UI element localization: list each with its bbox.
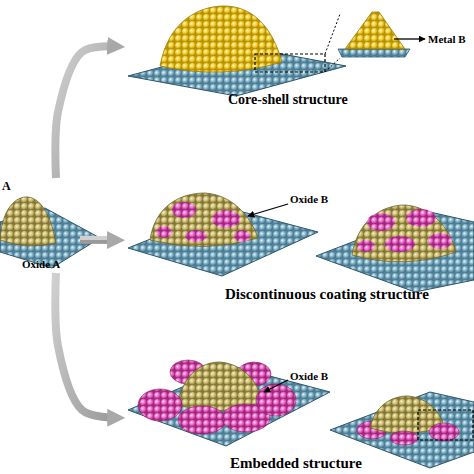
zoom-line xyxy=(325,58,340,72)
oxide-patch xyxy=(428,233,452,249)
zoom-line xyxy=(325,14,340,54)
zoom-box xyxy=(255,54,325,72)
oxide-patch xyxy=(406,209,436,227)
material-label: Metal B xyxy=(428,33,466,45)
process-arrow xyxy=(80,236,115,244)
particle-label: A xyxy=(2,180,11,193)
leader-arrow xyxy=(248,204,288,216)
metal-particle xyxy=(178,362,262,411)
structure-panel: A Oxide A xyxy=(0,178,80,273)
oxide-cluster xyxy=(138,389,182,421)
material-label: Oxide B xyxy=(290,370,328,382)
metal-particle xyxy=(150,193,258,247)
inset-support xyxy=(338,49,410,57)
structure-panel: Oxide B Embedded structure xyxy=(125,350,474,474)
oxide-patch xyxy=(212,210,240,228)
oxide-cluster xyxy=(390,431,418,445)
structure-caption: Embedded structure xyxy=(230,455,362,472)
metal-particle xyxy=(352,205,456,262)
material-label: Oxide A xyxy=(22,258,60,270)
oxide-patch xyxy=(385,236,415,252)
metal-shell xyxy=(160,6,282,72)
leader-arrow xyxy=(394,38,425,39)
material-label: Oxide B xyxy=(290,193,328,205)
oxide-patch xyxy=(367,213,395,231)
oxide-patch xyxy=(172,202,196,218)
inset-shell xyxy=(345,12,405,49)
structure-panel: Oxide B Discontinuous coating structure xyxy=(125,185,474,305)
structure-caption: Core-shell structure xyxy=(228,92,348,107)
oxide-patch xyxy=(357,240,375,252)
structure-panel: Metal B Core-shell structure xyxy=(125,0,474,112)
oxide-patch xyxy=(156,226,172,238)
oxide-cluster xyxy=(256,384,296,416)
oxide-patch xyxy=(185,230,207,242)
process-arrow xyxy=(55,273,115,418)
metal-particle xyxy=(0,197,56,246)
structure-caption: Discontinuous coating structure xyxy=(225,286,429,303)
oxide-cluster xyxy=(178,406,226,434)
oxide-patch xyxy=(234,230,250,242)
oxide-cluster xyxy=(429,423,459,441)
leader-arrow xyxy=(264,380,288,392)
process-arrow xyxy=(55,46,115,178)
zoom-box xyxy=(418,410,473,440)
